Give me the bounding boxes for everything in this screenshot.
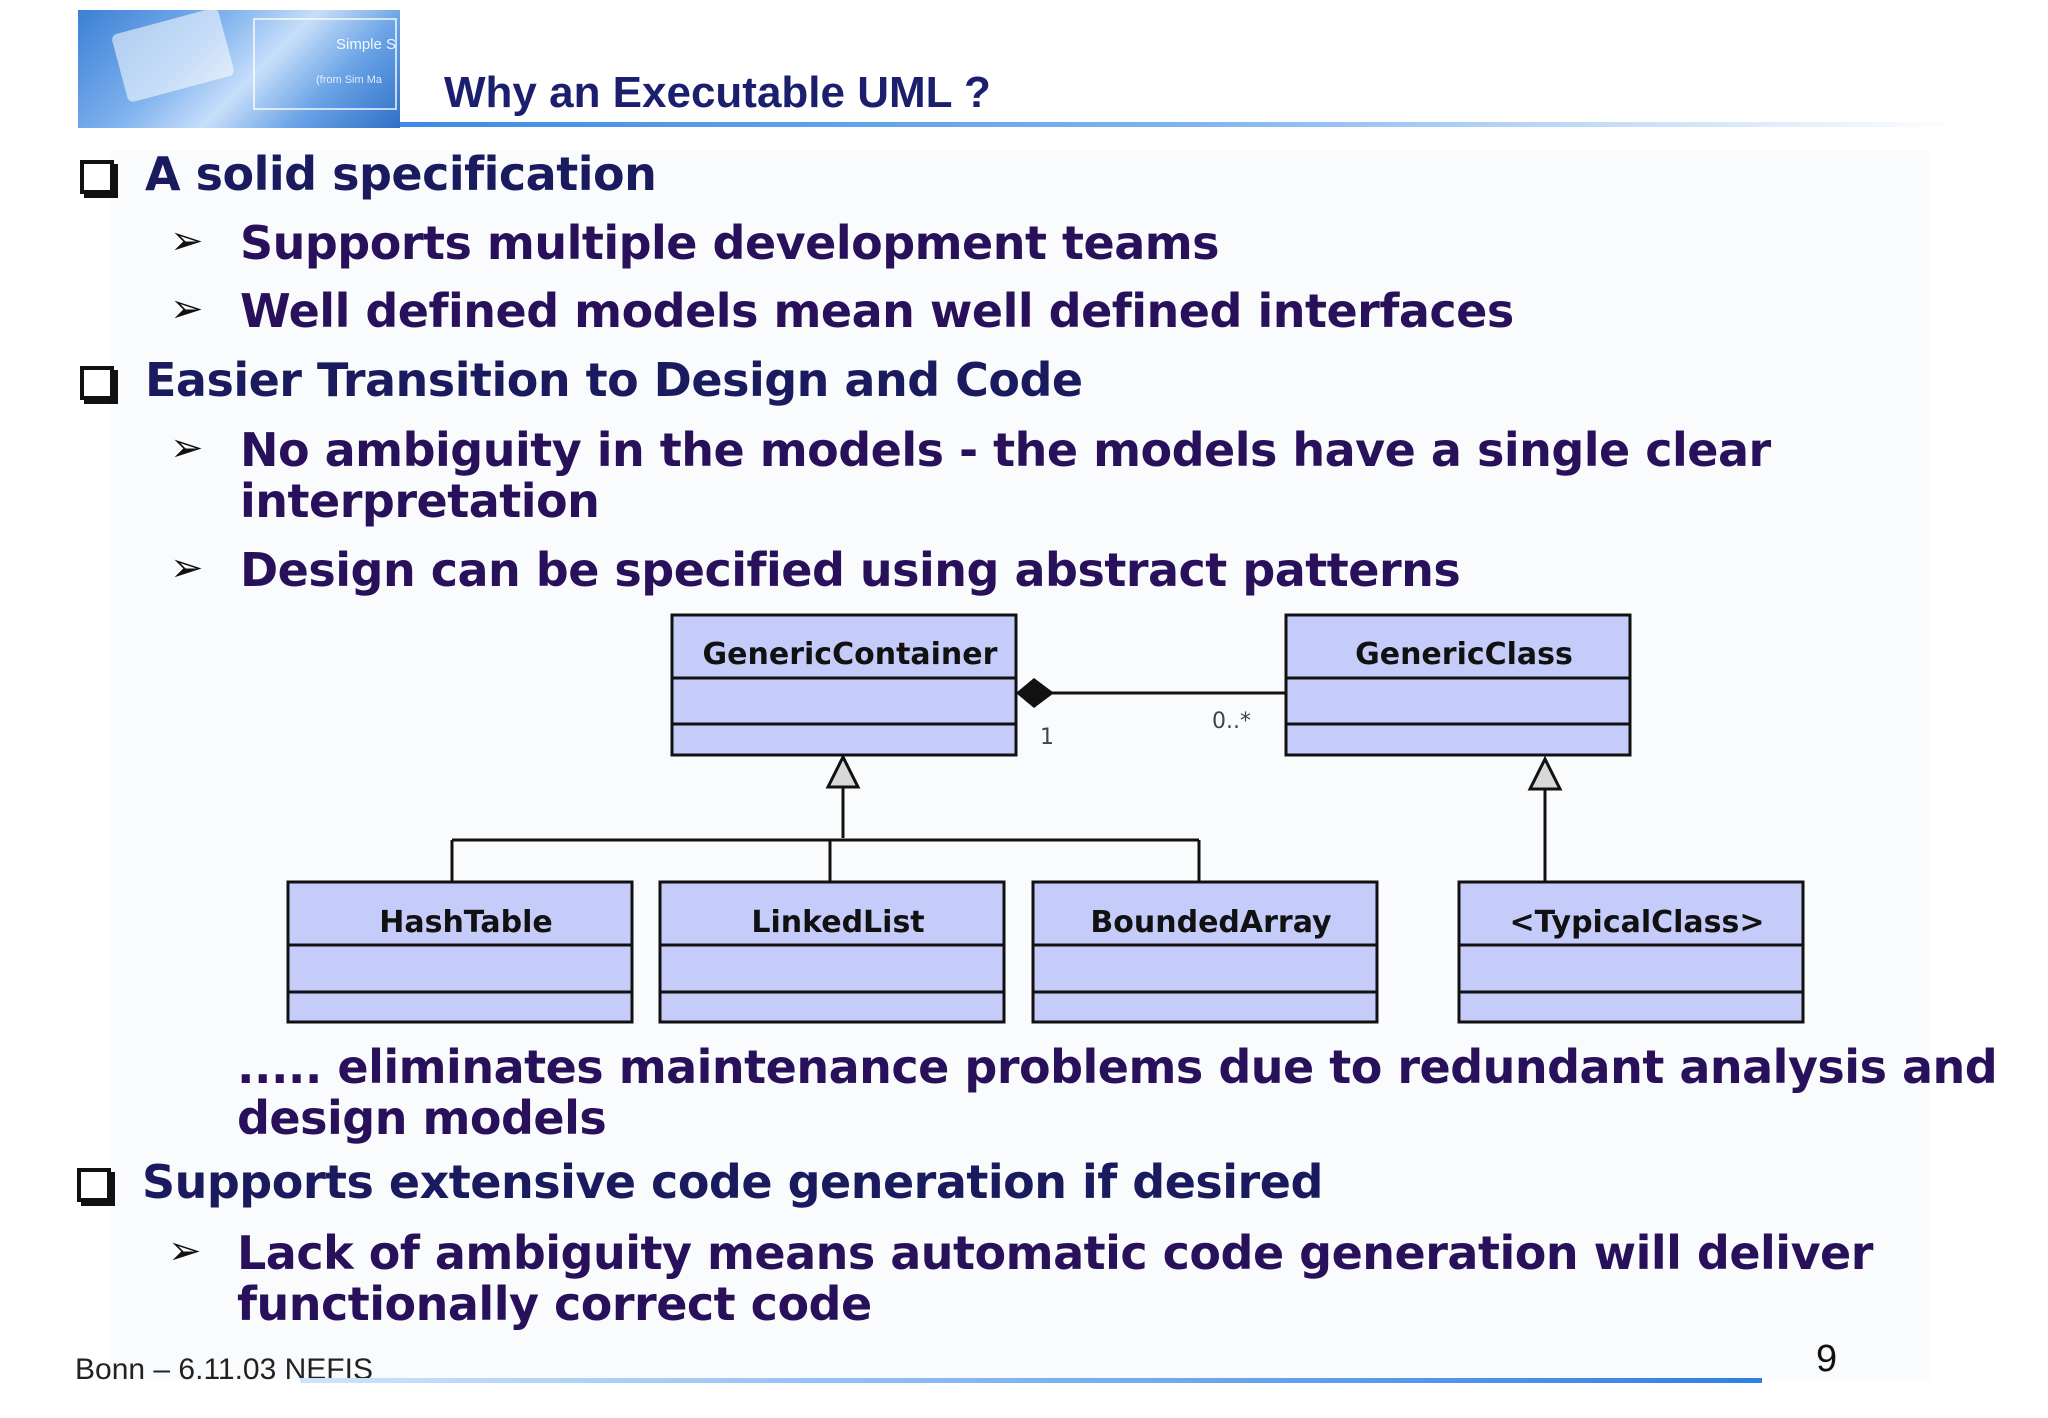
class-bounded-array: BoundedArray <box>1031 880 1379 1024</box>
class-name-bounded-array: BoundedArray <box>1090 905 1332 940</box>
note-line2: design models <box>237 1091 607 1145</box>
class-name-typical-class: <TypicalClass> <box>1509 905 1764 940</box>
checkbox-bullet-icon <box>77 1168 111 1202</box>
class-linked-list: LinkedList <box>658 880 1006 1024</box>
bullet-no-ambiguity-line2: interpretation <box>240 474 600 528</box>
class-box <box>1284 613 1632 757</box>
header-image-subtext: (from Sim Ma <box>316 74 382 86</box>
title-underline <box>400 122 1960 127</box>
bullet-abstract-patterns: Design can be specified using abstract p… <box>240 543 1461 597</box>
generalization-container <box>450 753 1201 882</box>
composition-association: 1 0..* <box>1016 678 1286 750</box>
class-generic-container: GenericContainer <box>670 613 1018 757</box>
note-line1: ..... eliminates maintenance problems du… <box>237 1040 1998 1094</box>
slide-title: Why an Executable UML ? <box>444 68 991 117</box>
bullet-lack-ambiguity-line2: functionally correct code <box>237 1277 872 1331</box>
arrow-bullet-icon: ➢ <box>170 545 204 591</box>
arrow-bullet-icon: ➢ <box>168 1228 202 1274</box>
header-image-text: Simple S <box>336 36 397 53</box>
arrow-bullet-icon: ➢ <box>170 218 204 264</box>
arrow-bullet-icon: ➢ <box>170 425 204 471</box>
bullet-code-generation: Supports extensive code generation if de… <box>142 1155 1323 1209</box>
checkbox-bullet-icon <box>80 366 114 400</box>
generalization-generic-class <box>1527 755 1563 882</box>
class-box <box>286 880 634 1024</box>
arrow-bullet-icon: ➢ <box>170 286 204 332</box>
bullet-solid-specification: A solid specification <box>145 147 657 201</box>
class-name-generic-class: GenericClass <box>1355 637 1573 672</box>
bullet-lack-ambiguity-line1: Lack of ambiguity means automatic code g… <box>237 1226 1873 1280</box>
class-typical-class: <TypicalClass> <box>1457 880 1805 1024</box>
bullet-multiple-teams: Supports multiple development teams <box>240 216 1220 270</box>
content-background <box>110 150 1930 1380</box>
inheritance-triangle-icon <box>825 753 861 789</box>
class-box <box>670 613 1018 757</box>
inheritance-triangle-icon <box>1527 755 1563 791</box>
bullet-no-ambiguity-line1: No ambiguity in the models - the models … <box>240 423 1771 477</box>
bullet-easier-transition: Easier Transition to Design and Code <box>145 353 1083 407</box>
class-name-hash-table: HashTable <box>379 905 553 940</box>
composition-diamond-icon <box>1016 678 1054 708</box>
class-generic-class: GenericClass <box>1284 613 1632 757</box>
header-image-frame <box>253 18 397 110</box>
multiplicity-one: 1 <box>1040 725 1054 750</box>
checkbox-bullet-icon <box>80 160 114 194</box>
class-name-linked-list: LinkedList <box>751 905 924 940</box>
class-box <box>658 880 1006 1024</box>
class-name-generic-container: GenericContainer <box>703 637 998 672</box>
class-box <box>1031 880 1379 1024</box>
page-number: 9 <box>1816 1338 1838 1380</box>
bullet-defined-interfaces: Well defined models mean well defined in… <box>240 284 1514 338</box>
multiplicity-many: 0..* <box>1212 709 1251 734</box>
class-box <box>1457 880 1805 1024</box>
header-logo-image: Simple S (from Sim Ma <box>78 10 400 128</box>
footer-rule <box>300 1378 1762 1383</box>
class-hash-table: HashTable <box>286 880 634 1024</box>
